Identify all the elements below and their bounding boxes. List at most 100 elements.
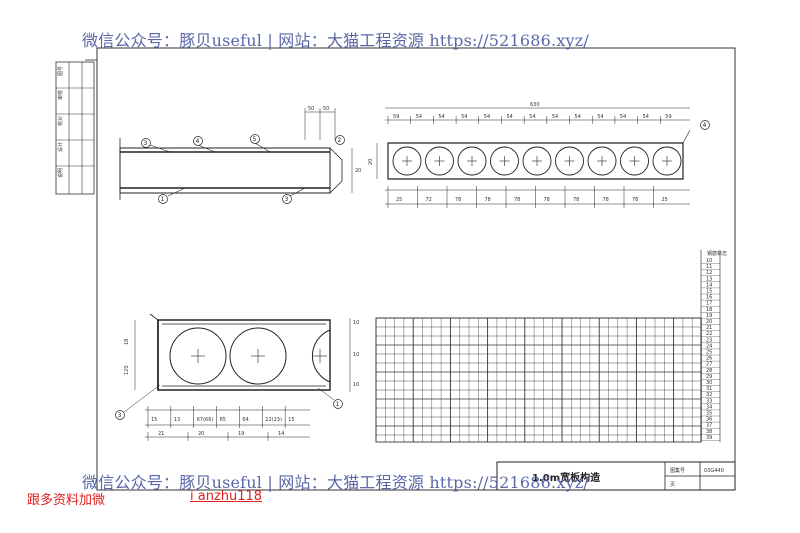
plan-core-hole (555, 146, 584, 176)
table-row-label: 36 (706, 417, 712, 423)
section-bottom-dim: 65 (220, 417, 226, 423)
small-dim-1: 50 (323, 106, 329, 112)
table-row-label: 19 (706, 313, 712, 319)
table-row-label: 12 (706, 270, 712, 276)
title-block: 1.0m宽板构造 图集号 03G440 页 (496, 461, 736, 491)
plan-top-dim: 54 (506, 114, 512, 120)
table-row-label: 25 (706, 350, 712, 356)
plan-top-dim: 54 (643, 114, 649, 120)
rebar-table: 钢筋标志 10111213141516171819202122232425262… (375, 250, 727, 443)
plan-top-dim: 54 (620, 114, 626, 120)
plan-bottom-dim: 78 (485, 197, 491, 203)
title-block-atlas-label: 图集号 (670, 467, 685, 474)
elevation-view: 3 4 5 1 3 2 50 50 20 (119, 106, 361, 204)
sheet-frame (96, 47, 736, 491)
table-row-label: 30 (706, 380, 712, 386)
table-row-label: 27 (706, 362, 712, 368)
section-bottom-dim: 15 (288, 417, 294, 423)
section-left-dim-0: 18 (124, 339, 130, 345)
callout-3b: 3 (285, 196, 289, 203)
watermark-bottom: 微信公众号：豚贝useful | 网站：大猫工程资源 https://52168… (82, 473, 590, 492)
table-row-label: 32 (706, 392, 712, 398)
side-height-dim: 20 (355, 168, 361, 174)
callout-5: 5 (253, 136, 257, 143)
table-row-label: 23 (706, 337, 712, 343)
plan-top-dim: 54 (438, 114, 444, 120)
plan-core-hole (425, 146, 454, 176)
title-block-title: 1.0m宽板构造 (532, 471, 601, 484)
table-row-label: 31 (706, 386, 712, 392)
table-row-label: 33 (706, 398, 712, 404)
plan-top-dim: 54 (461, 114, 467, 120)
table-row-label: 38 (706, 429, 712, 435)
callout-2: 2 (338, 137, 342, 144)
plan-bottom-dim: 78 (455, 197, 461, 203)
plan-top-dim: 59 (665, 114, 671, 120)
table-row-label: 20 (706, 319, 712, 325)
plan-bottom-dim: 78 (514, 197, 520, 203)
plan-bottom-dim: 25 (662, 197, 668, 203)
strip-label-2: 设计 (57, 142, 64, 152)
plan-top-dim: 54 (552, 114, 558, 120)
section-bottom-dim: 22(23) (265, 417, 282, 423)
table-row-label: 17 (706, 301, 712, 307)
plan-top-dim: 54 (529, 114, 535, 120)
plan-top-dim: 59 (393, 114, 399, 120)
table-row-label: 39 (706, 435, 712, 441)
plan-bottom-dim: 78 (573, 197, 579, 203)
plan-total-dim: 630 (530, 102, 540, 108)
callout-3a: 3 (144, 140, 148, 147)
section-right-dim-1: 10 (353, 352, 359, 358)
table-row-label: 21 (706, 325, 712, 331)
table-row-label: 15 (706, 289, 712, 295)
plan-core-hole (587, 146, 617, 176)
section-bottom-dim: 13 (174, 417, 180, 423)
plan-core-hole (652, 146, 682, 176)
table-row-label: 14 (706, 282, 712, 288)
callout-1: 1 (161, 196, 165, 203)
table-row-label: 26 (706, 356, 712, 362)
table-row-label: 10 (706, 258, 712, 264)
plan-top-dim: 54 (597, 114, 603, 120)
section-bottom2-dim: 21 (158, 431, 164, 437)
title-block-page-label: 页 (670, 482, 675, 488)
table-row-label: 28 (706, 368, 712, 374)
table-row-label: 24 (706, 343, 712, 349)
strip-label-3: 说明 (57, 168, 64, 178)
plan-core-hole (457, 146, 487, 176)
title-block-atlas-code: 03G440 (704, 468, 724, 474)
callout-4-plan: 4 (703, 122, 707, 129)
plan-height-dim: 20 (368, 159, 374, 165)
plan-top-dim: 54 (416, 114, 422, 120)
section-right-dim-0: 10 (353, 320, 359, 326)
table-row-label: 22 (706, 331, 712, 337)
section-bottom2-dim: 14 (278, 431, 284, 437)
watermark-top: 微信公众号：豚贝useful | 网站：大猫工程资源 https://52168… (82, 31, 590, 50)
section-left-dim-1: 120 (124, 365, 130, 375)
red-note-right: i anzhu118 (190, 489, 263, 504)
plan-bottom-dim: 78 (632, 197, 638, 203)
table-row-label: 11 (706, 264, 712, 270)
plan-core-hole (392, 146, 422, 176)
section-bottom2-dim: 19 (238, 431, 244, 437)
section-right-dim-2: 10 (353, 382, 359, 388)
strip-label-4: 图号 (58, 66, 64, 76)
strip-label-0: 审核 (57, 90, 64, 100)
strip-label-1: 校对 (57, 116, 64, 126)
plan-top-dim: 54 (575, 114, 581, 120)
table-row-label: 16 (706, 295, 712, 301)
table-row-label: 34 (706, 404, 712, 410)
table-row-label: 35 (706, 411, 712, 417)
section-bottom2-dim: 20 (198, 431, 204, 437)
table-row-label: 29 (706, 374, 712, 380)
section-bottom-dim: 15 (151, 417, 157, 423)
small-dim-0: 50 (308, 106, 314, 112)
plan-bottom-dim: 72 (426, 197, 432, 203)
plan-bottom-dim: 78 (603, 197, 609, 203)
red-note-left: 跟多资料加微 (27, 493, 106, 508)
table-row-label: 18 (706, 307, 712, 313)
plan-core-hole (490, 146, 519, 176)
